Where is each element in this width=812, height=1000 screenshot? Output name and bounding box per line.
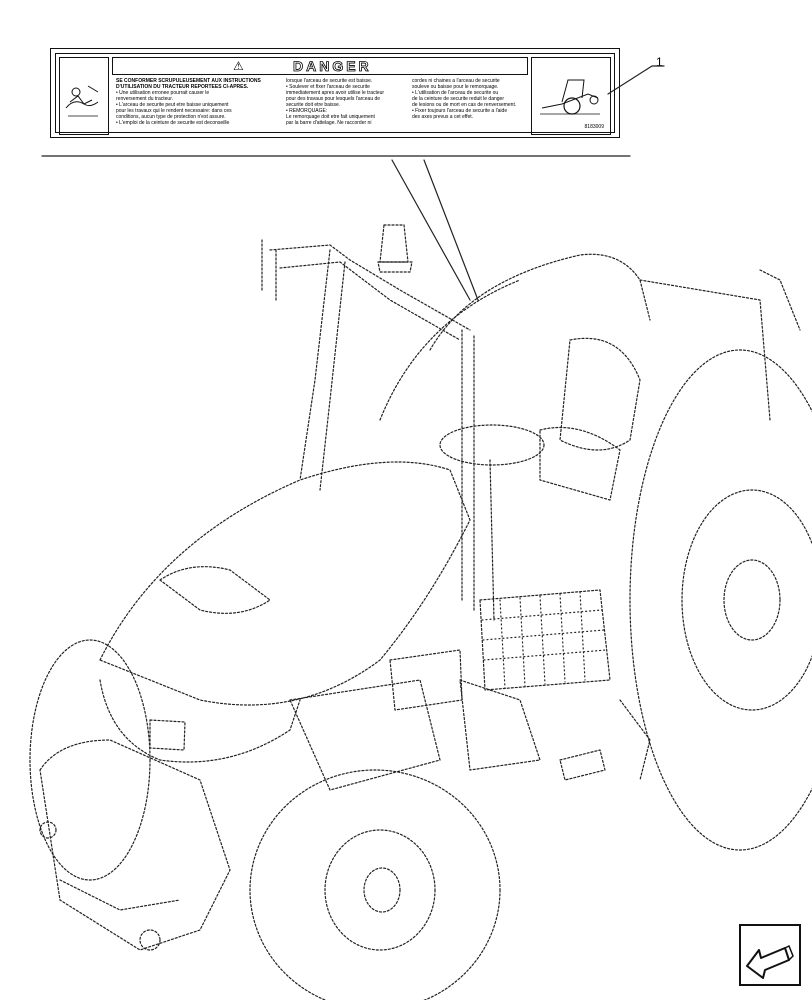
decal-line: pour des travaux pour lesquels l'arceau … [286, 96, 381, 102]
leader-line [391, 159, 471, 301]
decal-line: SE CONFORMER SCRUPULEUSEMENT AUX INSTRUC… [116, 78, 261, 84]
next-page-arrow-icon [746, 944, 794, 979]
decal-line: renversement du tracteur. [116, 96, 173, 102]
decal-line: cordes ni chaines a l'arceau de securite [412, 78, 500, 84]
operator-crush-icon [65, 85, 99, 117]
danger-header: ⚠ DANGER [112, 57, 528, 75]
decal-line: • REMORQUAGE: [286, 108, 328, 114]
decal-line: lorsque l'arceau de securite est baisse. [286, 78, 373, 84]
decal-line: pour les travaux qui le rendent necessai… [116, 108, 232, 114]
decal-line: • L'utilisation de l'arceau de securite … [412, 90, 499, 96]
danger-decal: ⚠ DANGER SE CONFORMER SCRUPULEUSEMENT AU… [50, 48, 620, 138]
leader-line [423, 159, 479, 301]
decal-line: • Soulever et fixer l'arceau de securite [286, 84, 370, 90]
decal-line: Le remorquage doit etre fait uniquement [286, 114, 375, 120]
decal-line: • Fixer toujours l'arceau de securite a … [412, 108, 508, 114]
callout-number: 1 [656, 55, 663, 69]
operator-pictogram [59, 57, 109, 135]
decal-line: immediatement apres avoir utilise le tra… [286, 90, 385, 96]
danger-title: DANGER [293, 58, 372, 75]
decal-line: securite doit etre baisse. [286, 102, 341, 108]
warning-triangle-icon: ⚠ [233, 59, 244, 73]
rollover-pictogram: 8183009 [531, 57, 611, 135]
decal-line: • L'arceau de securite peut etre baisse … [116, 102, 229, 108]
decal-line: souleve ou baisse pour le remorquage. [412, 84, 499, 90]
decal-line: des axes prevus a cet effet. [412, 114, 474, 120]
decal-line: • L'emploi de la ceinture de securite es… [116, 120, 230, 126]
decal-line: D'UTILISATION DU TRACTEUR REPORTEES CI-A… [116, 84, 249, 90]
decal-line: de la ceinture de securite reduit le dan… [412, 96, 505, 102]
decal-text-column-1: SE CONFORMER SCRUPULEUSEMENT AUX INSTRUC… [116, 78, 266, 126]
decal-part-code: 8183009 [584, 124, 604, 130]
decal-line: de lesions ou de mort en cas de renverse… [412, 102, 517, 108]
decal-frame: ⚠ DANGER SE CONFORMER SCRUPULEUSEMENT AU… [55, 53, 615, 135]
callout-leader [607, 65, 665, 95]
decal-line: par la barre d'attelage. Ne raccorder ni [286, 120, 372, 126]
decal-line: • Une utilisation erronee pourrait cause… [116, 90, 210, 96]
decal-text-column-2: lorsque l'arceau de securite est baisse.… [286, 78, 436, 126]
tractor-rollover-icon [540, 79, 600, 115]
next-page-button[interactable] [739, 924, 801, 986]
decal-text-column-3: cordes ni chaines a l'arceau de securite… [412, 78, 530, 120]
decal-line: conditions, aucun type de protection n'e… [116, 114, 226, 120]
